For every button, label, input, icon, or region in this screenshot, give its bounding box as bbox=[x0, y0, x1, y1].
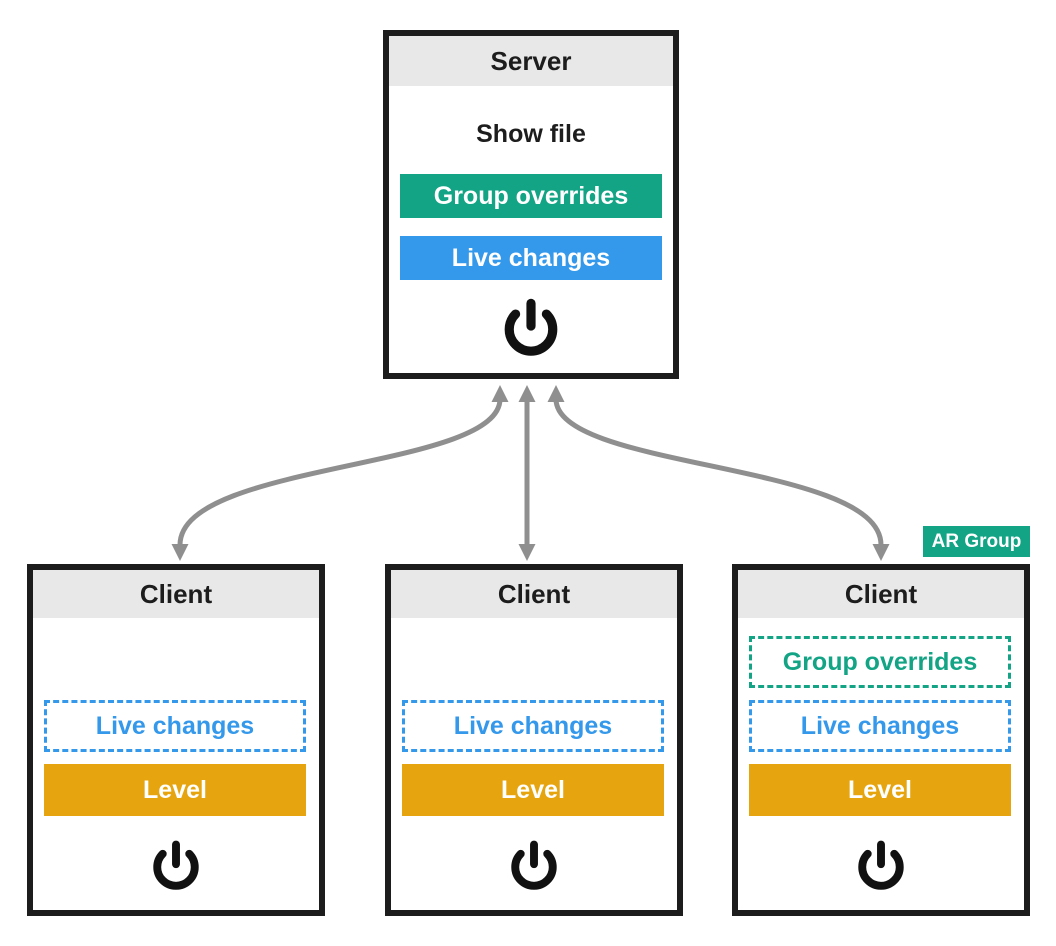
client-title: Client bbox=[139, 578, 213, 609]
client-header: Client bbox=[33, 570, 319, 618]
arrowhead-down-right bbox=[872, 544, 890, 561]
client-node-left: Client Live changes Level bbox=[27, 564, 325, 916]
client-live-changes-block: Live changes bbox=[402, 700, 664, 752]
arrowhead-down-middle bbox=[518, 544, 536, 561]
client-title: Client bbox=[497, 578, 571, 609]
client-node-right: Client Group overrides Live changes Leve… bbox=[732, 564, 1030, 916]
client-level-block: Level bbox=[44, 764, 306, 816]
client-header: Client bbox=[738, 570, 1024, 618]
power-icon bbox=[504, 298, 558, 356]
arrowhead-up-left bbox=[491, 385, 509, 402]
server-live-changes-block: Live changes bbox=[400, 236, 662, 280]
client-level-block: Level bbox=[749, 764, 1011, 816]
client-header: Client bbox=[391, 570, 677, 618]
client-node-middle: Client Live changes Level bbox=[385, 564, 683, 916]
server-group-overrides-block: Group overrides bbox=[400, 174, 662, 218]
arrow-server-left-client bbox=[177, 398, 503, 546]
power-icon bbox=[858, 840, 904, 890]
arrowhead-up-right bbox=[547, 385, 565, 402]
arrowhead-down-left bbox=[171, 544, 189, 561]
client-live-changes-block: Live changes bbox=[44, 700, 306, 752]
arrowhead-up-middle bbox=[518, 385, 536, 402]
arrow-server-right-client bbox=[553, 398, 884, 546]
show-file-label: Show file bbox=[476, 120, 586, 148]
client-level-block: Level bbox=[402, 764, 664, 816]
server-header: Server bbox=[389, 36, 673, 86]
power-icon bbox=[511, 840, 557, 890]
ar-group-badge: AR Group bbox=[923, 526, 1030, 557]
client-title: Client bbox=[844, 578, 918, 609]
server-title: Server bbox=[490, 45, 572, 76]
power-icon bbox=[153, 840, 199, 890]
server-node: Server Show file Group overrides Live ch… bbox=[383, 30, 679, 379]
client-group-overrides-block: Group overrides bbox=[749, 636, 1011, 688]
client-live-changes-block: Live changes bbox=[749, 700, 1011, 752]
